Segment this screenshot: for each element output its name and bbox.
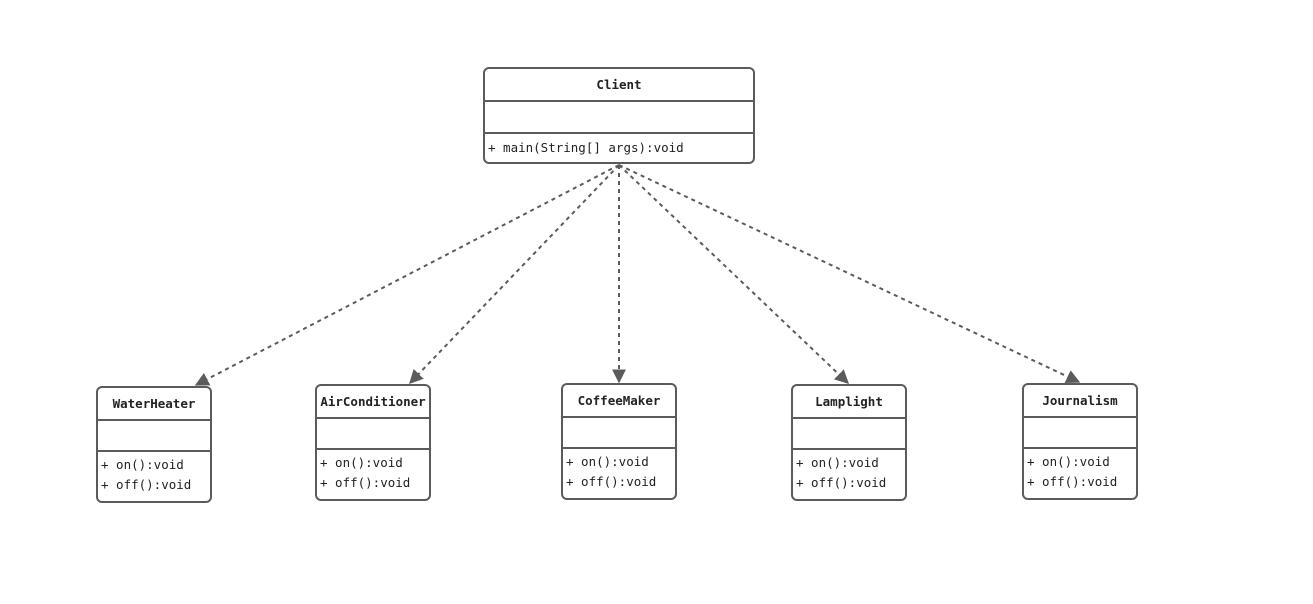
operation: + on():void [566,454,649,469]
class-waterheater[interactable]: WaterHeater + on():void + off():void [96,386,212,503]
operation: + on():void [1027,454,1110,469]
dependency-edge-journalism [618,164,1081,383]
class-operations: + on():void + off():void [1024,449,1136,492]
class-attributes [1024,418,1136,449]
dependency-edge-lamplight [618,164,850,384]
operation: + on():void [101,457,184,472]
class-name: Client [485,69,753,102]
class-attributes [793,419,905,450]
dependency-edge-waterheater [194,164,620,386]
class-operations: + on():void + off():void [563,449,675,492]
class-attributes [317,419,429,450]
class-operations: + on():void + off():void [98,452,210,495]
class-operations: + on():void + off():void [793,450,905,493]
class-operations: + on():void + off():void [317,450,429,493]
operation: + on():void [796,455,879,470]
operation: + main(String[] args):void [488,140,684,155]
class-name: CoffeeMaker [563,385,675,418]
class-journalism[interactable]: Journalism + on():void + off():void [1022,383,1138,500]
class-airconditioner[interactable]: AirConditioner + on():void + off():void [315,384,431,501]
class-name: WaterHeater [98,388,210,421]
class-client[interactable]: Client + main(String[] args):void [483,67,755,164]
class-attributes [98,421,210,452]
operation: + off():void [796,475,887,490]
class-attributes [563,418,675,449]
operation: + off():void [320,475,411,490]
class-name: AirConditioner [317,386,429,419]
class-operations: + main(String[] args):void [485,134,753,158]
dependency-edge-airconditioner [409,164,620,385]
operation: + on():void [320,455,403,470]
class-coffeemaker[interactable]: CoffeeMaker + on():void + off():void [561,383,677,500]
operation: + off():void [101,477,192,492]
operation: + off():void [1027,474,1118,489]
class-name: Lamplight [793,386,905,419]
operation: + off():void [566,474,657,489]
class-attributes [485,102,753,134]
class-lamplight[interactable]: Lamplight + on():void + off():void [791,384,907,501]
class-name: Journalism [1024,385,1136,418]
